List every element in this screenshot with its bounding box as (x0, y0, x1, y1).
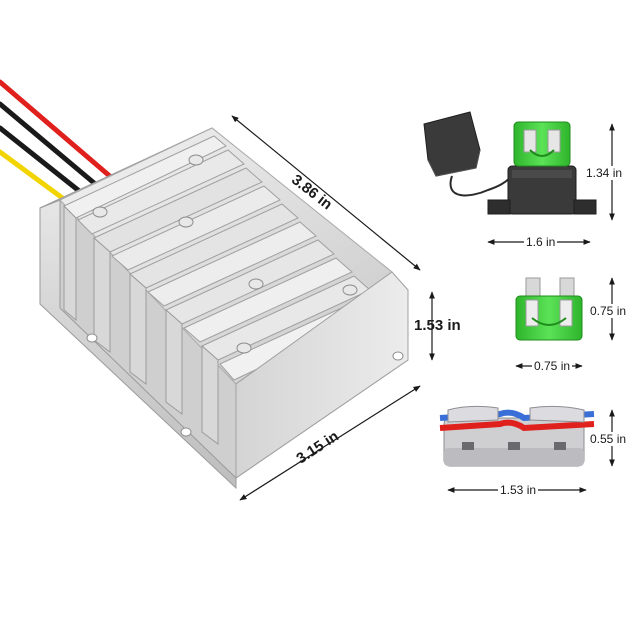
black-wire (0, 125, 91, 201)
converter-height-label: 1.53 in (414, 317, 461, 334)
wire-connector-height-label: 0.55 in (590, 432, 627, 446)
width-dimension-line (239, 385, 421, 501)
wire-connector (439, 405, 595, 467)
red-wire (439, 419, 595, 432)
black-wire (0, 101, 103, 191)
fuse-holder-height-label: 1.34 in (586, 166, 623, 180)
wire-connector-width-label: 1.53 in (498, 483, 539, 497)
length-dimension-line (231, 115, 421, 271)
red-wire (0, 79, 115, 181)
fuse-holder (423, 111, 597, 215)
fuse-holder-cap (423, 111, 481, 177)
dc-dc-converter (39, 127, 409, 490)
blade-fuse-height-label: 0.75 in (590, 304, 627, 318)
converter-dimension-lines (231, 115, 435, 501)
fuse-holder-width-label: 1.6 in (524, 235, 558, 249)
blue-wire (439, 409, 595, 422)
fin-slats (63, 204, 219, 445)
tether-cord (449, 175, 513, 197)
blade-fuse-width-label: 0.75 in (532, 359, 573, 373)
blade-fuse (515, 277, 583, 341)
fuse-in-holder (513, 121, 571, 167)
screws (92, 154, 358, 354)
mounting-holes (86, 333, 404, 437)
